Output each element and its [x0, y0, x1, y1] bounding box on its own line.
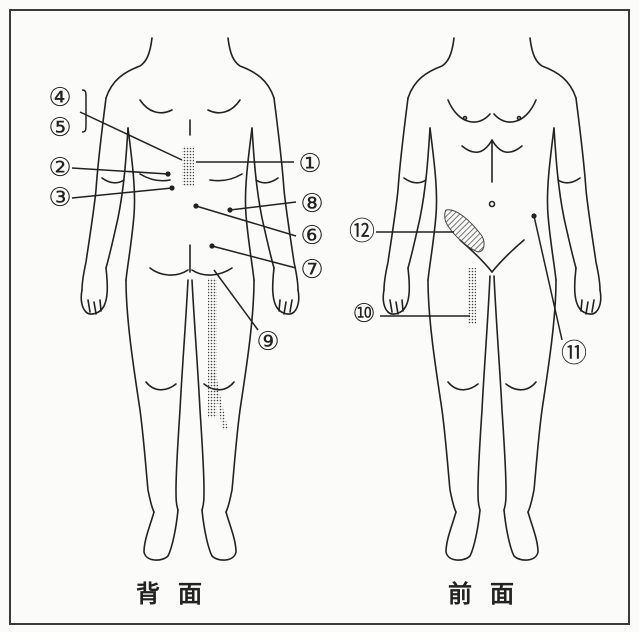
marker-7: ⑦ — [300, 255, 323, 285]
marker-1: ① — [298, 149, 321, 179]
marker-9: ⑨ — [256, 327, 279, 357]
leader-7 — [212, 246, 296, 268]
back-right-shoulder — [228, 38, 274, 98]
marker-8: ⑧ — [300, 189, 323, 219]
back-left-shoulder — [106, 38, 152, 98]
back-figure — [81, 38, 299, 560]
marker-5: ⑤ — [48, 113, 71, 143]
back-lumbar-zone — [182, 146, 194, 186]
leader-2 — [72, 168, 168, 174]
leader-11 — [534, 216, 562, 340]
back-view-caption: 背面 — [136, 574, 220, 609]
back-thigh-zone — [208, 278, 217, 418]
front-view-caption: 前面 — [448, 574, 532, 609]
marker-11: ⑪ — [561, 339, 587, 369]
marker-2: ② — [48, 153, 71, 183]
marker-10: ⑩ — [352, 299, 375, 329]
marker-4: ④ — [48, 83, 71, 113]
leader-9 — [214, 270, 258, 330]
back-leader-lines — [72, 90, 296, 330]
marker-6: ⑥ — [300, 221, 323, 251]
marker-3: ③ — [48, 183, 71, 213]
back-points — [165, 171, 232, 248]
front-figure — [383, 38, 601, 560]
marker-12: ⑫ — [349, 217, 375, 247]
bracket-4-5 — [82, 90, 86, 132]
front-groin-zone — [445, 210, 484, 252]
